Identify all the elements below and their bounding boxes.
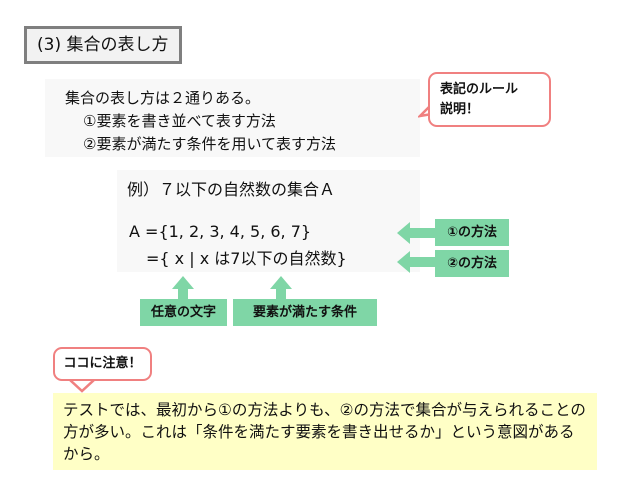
example-heading: 例）７以下の自然数の集合Ａ <box>127 180 336 199</box>
intro-line: 集合の表し方は２通りある。 <box>65 89 261 107</box>
intro-method-1: ①要素を書き並べて表す方法 <box>83 112 276 130</box>
callout-pointer-icon <box>69 379 95 393</box>
caution-callout: ココに注意！ <box>53 347 152 381</box>
method-2-label: ②の方法 <box>435 250 509 277</box>
arrow-left-icon <box>397 222 435 244</box>
section-title: (3) 集合の表し方 <box>24 26 182 64</box>
arrow-left-icon <box>397 251 435 273</box>
roster-notation: A ={1, 2, 3, 4, 5, 6, 7} <box>129 222 312 241</box>
condition-label: 要素が満たす条件 <box>233 299 377 326</box>
arrow-up-icon <box>270 276 292 299</box>
example-box: 例）７以下の自然数の集合Ａ A ={1, 2, 3, 4, 5, 6, 7} =… <box>117 170 420 272</box>
method-1-label: ①の方法 <box>435 219 509 246</box>
rule-callout: 表記のルール 説明！ <box>428 72 551 127</box>
set-builder-notation: ={ x | x は7以下の自然数} <box>146 249 347 268</box>
intro-box: 集合の表し方は２通りある。 ①要素を書き並べて表す方法 ②要素が満たす条件を用い… <box>45 79 420 157</box>
intro-method-2: ②要素が満たす条件を用いて表す方法 <box>83 135 336 153</box>
any-char-label: 任意の文字 <box>140 299 227 326</box>
callout-text: 説明！ <box>440 102 480 117</box>
note-box: テストでは、最初から①の方法よりも、②の方法で集合が与えられることの方が多い。こ… <box>53 393 597 470</box>
callout-text: 表記のルール <box>440 82 519 97</box>
arrow-up-icon <box>172 276 194 299</box>
